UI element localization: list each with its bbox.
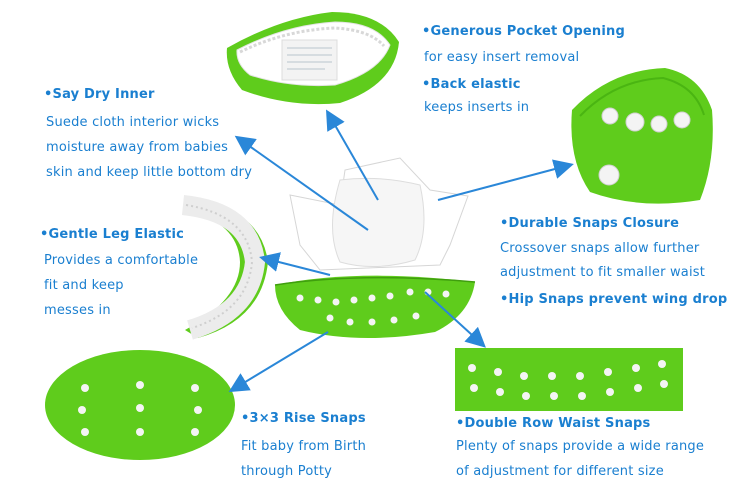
arrow-snaps-closure [437,159,574,201]
waist-snaps-line-2: of adjustment for different size [456,464,664,479]
leg-elastic-line-1: Provides a comfortable [44,253,199,268]
dry-inner-line-3: skin and keep little bottom dry [46,165,253,180]
arrow-leg-elastic [259,252,331,276]
leg-elastic-line-2: fit and keep [44,278,124,293]
dry-inner-title: •Say Dry Inner [44,87,155,102]
dry-inner-line-1: Suede cloth interior wicks [46,115,220,130]
arrow-rise-snaps [228,331,329,393]
rise-snaps-line-2: through Potty [241,464,333,479]
leg-elastic-line-3: messes in [44,303,111,318]
waist-snaps-line-1: Plenty of snaps provide a wide range [456,439,705,454]
arrow-dry-inner [234,135,369,231]
rise-snaps-title: •3×3 Rise Snaps [241,411,366,426]
arrow-pocket [326,109,379,201]
leg-elastic-title: •Gentle Leg Elastic [40,227,185,242]
snaps-closure-line-1: Crossover snaps allow further [500,241,700,256]
snaps-closure-line-2: adjustment to fit smaller waist [500,265,706,280]
pocket-opening-desc: for easy insert removal [424,50,580,65]
waist-snaps-title: •Double Row Waist Snaps [456,416,651,431]
diaper-photo [274,157,476,339]
dry-inner-line-2: moisture away from babies [46,140,229,155]
arrow-waist-snaps [424,291,486,348]
back-elastic-desc: keeps inserts in [424,100,530,115]
callout-arrows [228,109,574,393]
back-elastic-title: •Back elastic [422,77,521,92]
waist-snaps-photo [455,348,683,411]
leg-elastic-photo [181,195,268,340]
rise-snaps-line-1: Fit baby from Birth [241,439,367,454]
snaps-closure-title: •Durable Snaps Closure [500,216,680,231]
pocket-opening-title: •Generous Pocket Opening [422,24,625,39]
rise-snaps-photo [45,350,235,460]
hip-snaps-title: •Hip Snaps prevent wing drop [500,292,728,307]
pocket-opening-photo [226,12,399,105]
snap-tab-photo [571,68,713,204]
